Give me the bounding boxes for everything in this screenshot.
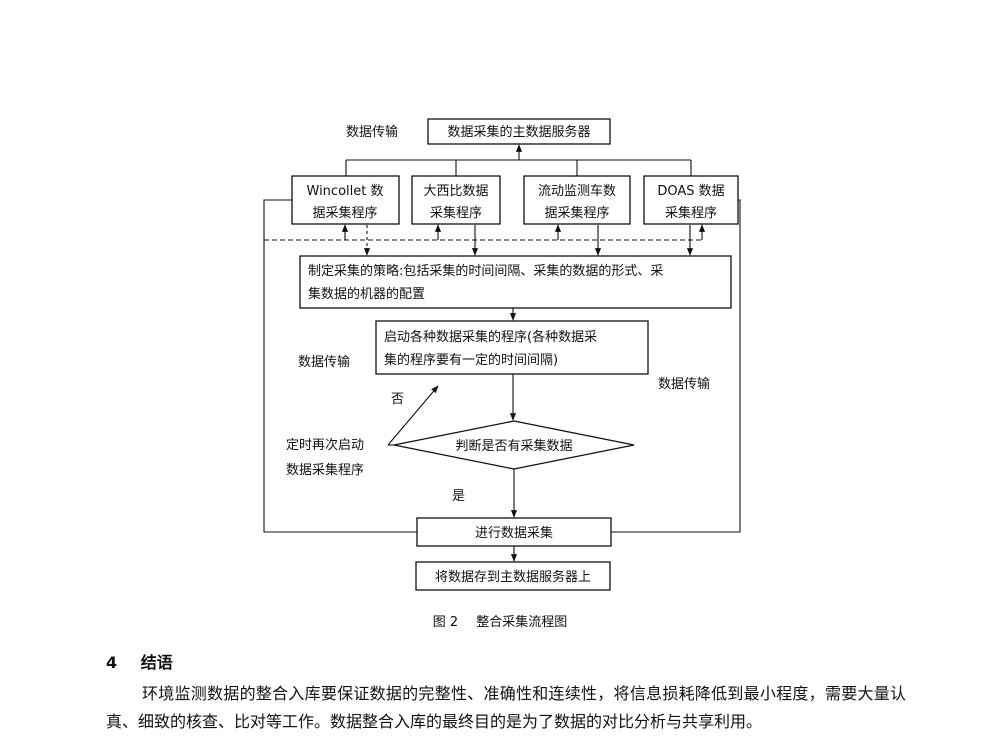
section-heading: 4 结语 bbox=[106, 649, 173, 673]
strategy-box bbox=[299, 255, 732, 309]
body-paragraph: 环境监测数据的整合入库要保证数据的完整性、准确性和连续性，将信息损耗降低到最小程… bbox=[106, 684, 906, 731]
no-label: 否 bbox=[391, 392, 404, 407]
program-doas-line2: 采集程序 bbox=[665, 205, 717, 221]
main-server-label: 数据采集的主数据服务器 bbox=[447, 124, 590, 140]
store-box bbox=[415, 561, 611, 591]
flowchart-diagram: 数据采集的主数据服务器 数据传输 Wincollet 数 据采集程序 大西比数据… bbox=[263, 118, 741, 591]
no-branch-arrow bbox=[387, 385, 439, 446]
restart-line1: 定时再次启动 bbox=[286, 437, 364, 453]
figure-title: 整合采集流程图 bbox=[476, 615, 568, 630]
program-box-daxibi bbox=[411, 175, 501, 225]
strategy-line2: 集数据的机器的配置 bbox=[308, 286, 425, 302]
main-server-box bbox=[427, 118, 611, 145]
program-box-mobile-vehicle bbox=[523, 175, 631, 225]
program-wincollet-line1: Wincollet 数 bbox=[307, 184, 384, 199]
start-programs-box bbox=[375, 320, 649, 375]
decision-label: 判断是否有采集数据 bbox=[455, 438, 572, 454]
figure-number: 图 2 bbox=[432, 615, 459, 630]
program-daxibi-line2: 采集程序 bbox=[430, 205, 482, 221]
yes-label: 是 bbox=[452, 489, 465, 504]
data-transfer-label-right: 数据传输 bbox=[658, 376, 710, 392]
strategy-line1: 制定采集的策略:包括采集的时间间隔、采集的数据的形式、采 bbox=[308, 263, 663, 279]
data-transfer-label-left: 数据传输 bbox=[298, 354, 350, 370]
restart-line2: 数据采集程序 bbox=[286, 462, 364, 478]
program-mobile-line2: 据采集程序 bbox=[544, 205, 609, 221]
data-transfer-label-top: 数据传输 bbox=[346, 124, 398, 140]
start-line2: 集的程序要有一定的时间间隔) bbox=[384, 352, 558, 368]
store-label: 将数据存到主数据服务器上 bbox=[435, 569, 591, 585]
program-mobile-line1: 流动监测车数 bbox=[538, 183, 616, 199]
start-line1: 启动各种数据采集的程序(各种数据采 bbox=[384, 329, 597, 345]
section-number: 4 bbox=[106, 653, 118, 672]
program-daxibi-line1: 大西比数据 bbox=[423, 184, 488, 199]
program-box-doas bbox=[643, 175, 739, 225]
collect-label: 进行数据采集 bbox=[475, 525, 553, 541]
section-title: 结语 bbox=[140, 653, 173, 672]
right-transfer-loop bbox=[611, 199, 741, 533]
figure-caption: 图 2 整合采集流程图 bbox=[0, 611, 1000, 630]
program-wincollet-line2: 据采集程序 bbox=[312, 205, 377, 221]
program-doas-line1: DOAS 数据 bbox=[657, 184, 724, 199]
left-transfer-loop bbox=[263, 199, 417, 533]
